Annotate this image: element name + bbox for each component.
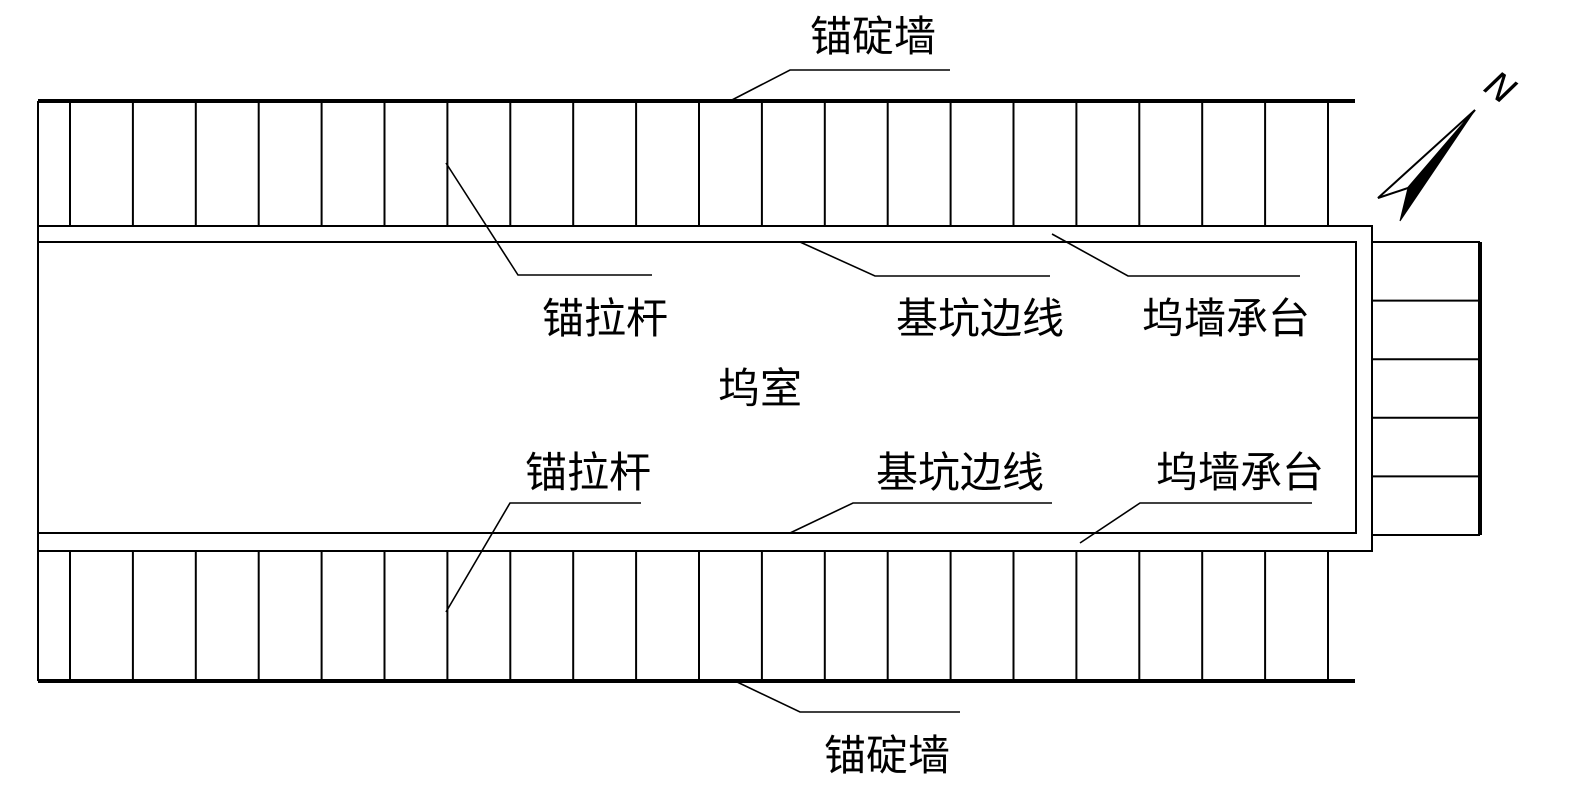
leader-anchor-wall-bottom xyxy=(734,680,960,713)
label-tie-rod-lower: 锚拉杆 xyxy=(525,448,651,497)
leader-anchor-wall-top xyxy=(729,69,950,102)
lower-tie-rod-panels xyxy=(69,551,1329,681)
leader-pit-edge-upper xyxy=(799,241,1050,277)
leader-dock-wall-cap-lower xyxy=(1079,502,1312,544)
leader-tie-rod-upper xyxy=(445,162,652,276)
label-tie-rod-upper: 锚拉杆 xyxy=(542,294,668,343)
label-pit-edge-lower: 基坑边线 xyxy=(876,448,1044,497)
labels: 锚碇墙 锚碇墙 锚拉杆 基坑边线 坞墙承台 坞室 锚拉杆 基坑边线 坞墙承台 xyxy=(525,12,1324,780)
leader-tie-rod-lower xyxy=(445,502,641,613)
north-arrow-solid xyxy=(1399,109,1476,222)
label-anchor-wall-top: 锚碇墙 xyxy=(810,12,936,61)
label-pit-edge-upper: 基坑边线 xyxy=(896,294,1064,343)
label-dock-chamber: 坞室 xyxy=(718,364,802,413)
upper-tie-rod-panels xyxy=(69,101,1329,226)
north-arrow-outline xyxy=(1377,109,1476,199)
lower-tie-rod-zone xyxy=(37,551,1355,683)
leader-pit-edge-lower xyxy=(789,502,1052,534)
label-dock-wall-cap-lower: 坞墙承台 xyxy=(1156,448,1324,497)
foundation-pit-edge xyxy=(37,241,1357,534)
north-label: N xyxy=(1477,64,1523,113)
label-anchor-wall-bottom: 锚碇墙 xyxy=(824,731,950,780)
leader-dock-wall-cap-upper xyxy=(1051,233,1300,277)
north-arrow-icon: N xyxy=(1377,64,1523,222)
end-tie-rod-panels xyxy=(1372,299,1480,478)
end-tie-rod-block xyxy=(1372,241,1482,536)
label-dock-wall-cap-upper: 坞墙承台 xyxy=(1142,294,1310,343)
leader-lines xyxy=(445,69,1312,713)
upper-tie-rod-zone xyxy=(37,99,1355,226)
